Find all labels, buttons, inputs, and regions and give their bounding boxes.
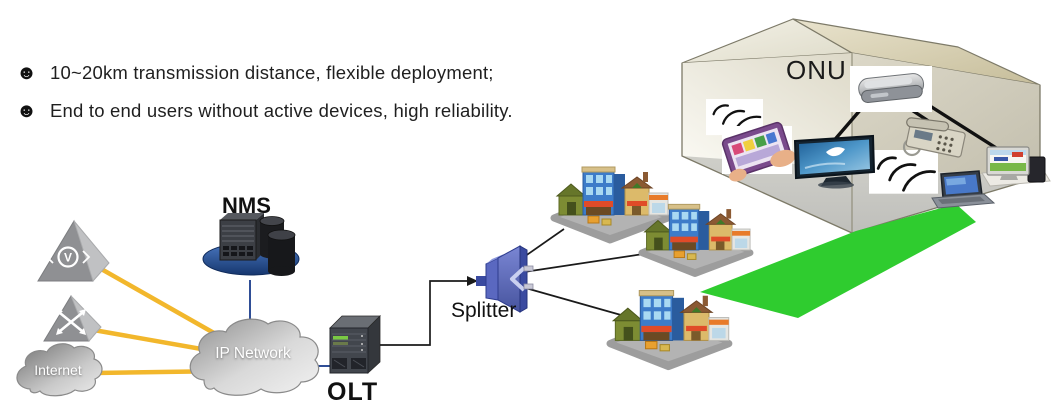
olt-label: OLT	[327, 378, 379, 406]
smiley-bullet-icon: ☻	[16, 100, 38, 122]
nms-servers-icon	[202, 213, 300, 334]
optical-splitter-icon	[476, 245, 534, 313]
voice-network-pyramid-icon: V	[37, 219, 110, 282]
feature-item: ☻ End to end users without active device…	[16, 92, 513, 130]
onu-router-icon	[850, 66, 932, 112]
feature-text: End to end users without active devices,…	[50, 100, 513, 121]
feature-text: 10~20km transmission distance, flexible …	[50, 62, 494, 83]
feature-list: ☻ 10~20km transmission distance, flexibl…	[16, 54, 513, 130]
tablet-icon	[721, 121, 796, 182]
desk-phone-icon	[902, 117, 966, 158]
olt-splitter-line	[380, 276, 478, 346]
wifi-signal-icon	[867, 148, 940, 196]
voice-access-line	[93, 263, 231, 344]
nms-label: NMS	[222, 193, 271, 218]
laptop-icon	[931, 170, 996, 209]
fiber-beam	[700, 204, 976, 318]
arrowhead-icon	[467, 276, 478, 286]
onu-label: ONU	[786, 55, 847, 85]
building-icon	[610, 291, 729, 367]
ip-network-label: IP Network	[215, 345, 291, 362]
data-network-pyramid-icon	[43, 294, 102, 342]
ip-network-cloud-icon	[189, 318, 332, 396]
feature-item: ☻ 10~20km transmission distance, flexibl…	[16, 54, 513, 92]
tv-icon	[793, 134, 876, 189]
smiley-bullet-icon: ☻	[16, 62, 38, 84]
olt-chassis-icon	[329, 315, 381, 374]
desktop-pc-icon	[981, 146, 1051, 187]
splitter-drop-lines	[520, 228, 651, 316]
internet-cloud-icon	[16, 343, 103, 397]
internet-label: Internet	[34, 362, 82, 378]
splitter-label: Splitter	[451, 299, 517, 322]
svg-text:V: V	[64, 251, 72, 265]
